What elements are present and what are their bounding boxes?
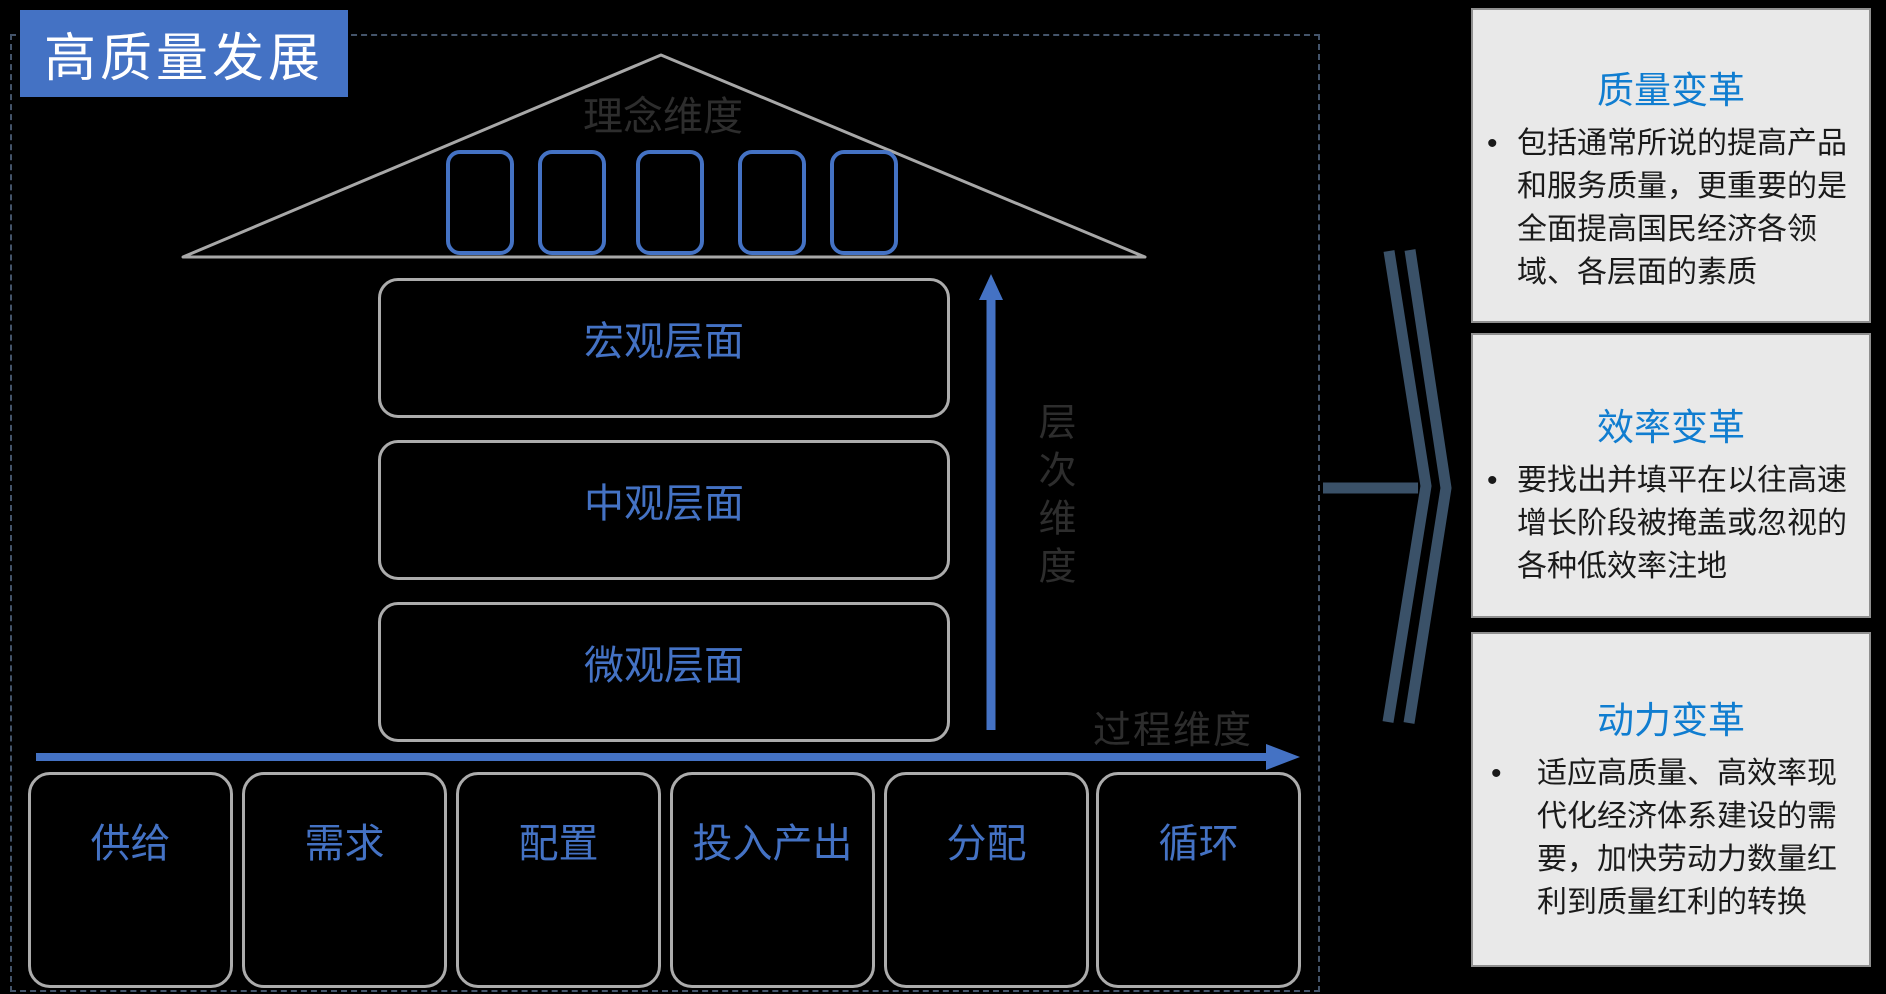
roof-pillar	[738, 150, 806, 255]
panel-bullet-text: 包括通常所说的提高产品和服务质量，更重要的是全面提高国民经济各领域、各层面的素质	[1517, 127, 1847, 289]
panel-title: 效率变革	[1597, 407, 1745, 448]
roof-pillar	[636, 150, 704, 255]
panel-bullet-item: • 包括通常所说的提高产品和服务质量，更重要的是全面提高国民经济各领域、各层面的…	[1473, 122, 1869, 294]
horizontal-axis-label: 过程维度	[1093, 710, 1254, 752]
process-box-allocation: 配置	[456, 772, 661, 988]
page-title-label: 高质量发展	[43, 30, 324, 88]
process-box-input-output: 投入产出	[670, 772, 875, 988]
bullet-dot: •	[1487, 127, 1498, 160]
panel-efficiency-reform: 效率变革 • 要找出并填平在以往高速增长阶段被掩盖或忽视的各种低效率注地	[1471, 333, 1871, 618]
bullet-dot: •	[1491, 757, 1502, 790]
dashed-frame	[10, 34, 1320, 992]
roof-dimension-label: 理念维度	[583, 95, 743, 139]
roof-pillar	[446, 150, 514, 255]
panel-title: 质量变革	[1597, 70, 1745, 111]
vertical-axis-label: 层次维度	[1032, 402, 1074, 594]
double-chevron-arrow-icon	[1323, 249, 1452, 724]
panel-quality-reform: 质量变革 • 包括通常所说的提高产品和服务质量，更重要的是全面提高国民经济各领域…	[1471, 8, 1871, 323]
level-box-macro: 宏观层面	[378, 278, 950, 418]
roof-pillar	[830, 150, 898, 255]
process-box-circulation: 循环	[1096, 772, 1301, 988]
roof-triangle	[181, 53, 1147, 259]
level-box-micro: 微观层面	[378, 602, 950, 742]
page-title: 高质量发展	[20, 10, 348, 97]
bullet-dot: •	[1487, 464, 1498, 497]
horizontal-axis-arrow-icon	[36, 744, 1300, 770]
roof-pillar	[538, 150, 606, 255]
panel-bullet-item: • 要找出并填平在以往高速增长阶段被掩盖或忽视的各种低效率注地	[1473, 459, 1869, 588]
process-box-supply: 供给	[28, 772, 233, 988]
panel-bullet-text: 适应高质量、高效率现代化经济体系建设的需要，加快劳动力数量红利到质量红利的转换	[1537, 757, 1837, 919]
panel-bullet-item: • 适应高质量、高效率现代化经济体系建设的需要，加快劳动力数量红利到质量红利的转…	[1473, 752, 1869, 924]
process-box-demand: 需求	[242, 772, 447, 988]
panel-title: 动力变革	[1597, 700, 1745, 741]
panel-momentum-reform: 动力变革 • 适应高质量、高效率现代化经济体系建设的需要，加快劳动力数量红利到质…	[1471, 632, 1871, 967]
panel-bullet-text: 要找出并填平在以往高速增长阶段被掩盖或忽视的各种低效率注地	[1517, 464, 1847, 583]
process-box-distribution: 分配	[884, 772, 1089, 988]
vertical-axis-arrow-icon	[979, 274, 1003, 730]
level-box-meso: 中观层面	[378, 440, 950, 580]
